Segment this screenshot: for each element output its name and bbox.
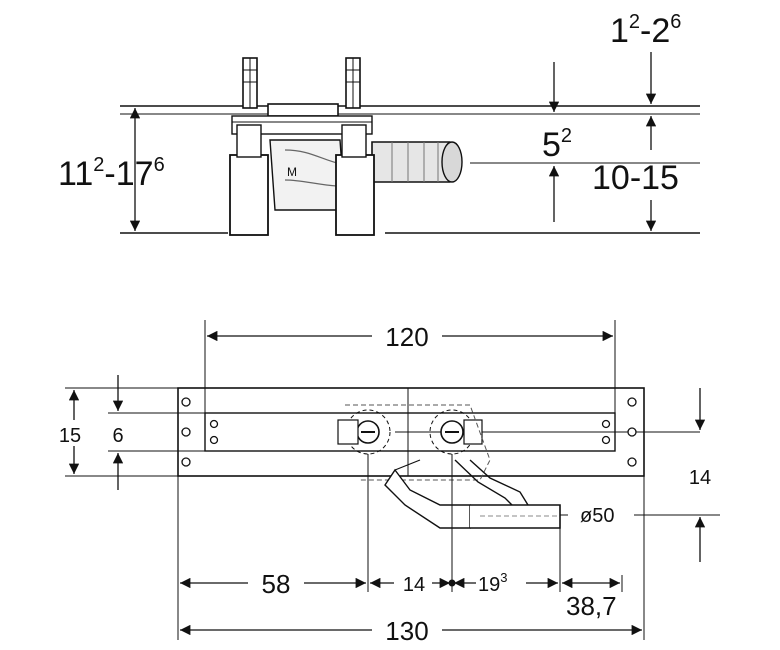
dim-label-38-7: 38,7 [566,591,617,621]
top-cover-plate [267,103,339,117]
dim-label-total-height: 112-176 [58,154,165,193]
valve-stem-left [242,57,258,109]
dimension-channel-length: 120 [207,320,613,352]
dim-label-outlet-height: 52 [542,125,572,164]
dim-label-pipe-diameter: ø50 [580,505,614,527]
dim-label-19-3: 193 [478,570,507,596]
support-leg-right [335,154,375,236]
valve-stem-right [345,57,361,109]
support-leg-left [229,154,269,236]
dimension-total-length: 130 [180,614,642,646]
dimension-inner-width: 6 [112,375,124,490]
outlet-pipe [371,141,463,183]
dim-label-14: 14 [403,574,425,596]
dim-label-outlet-offset: 14 [689,467,711,489]
dim-label-frame-width: 15 [59,425,81,447]
valve-left [345,409,391,455]
dimension-chain: 58 14 193 38,7 [180,568,638,622]
dim-label-total-length: 130 [385,616,428,646]
screw-holes [181,397,637,467]
dim-label-body-height: 10-15 [592,159,679,197]
dimension-body-height: 10-15 [592,116,679,231]
dimension-total-height: 112-176 [58,108,165,231]
svg-text:M: M [287,165,297,179]
dim-label-58: 58 [262,569,291,599]
plan-outlet-pipe [384,459,561,529]
side-view: M 112-176 52 [58,11,700,236]
plan-view: 120 15 6 14 ø50 [56,320,720,646]
dimension-outlet-height: 52 [542,62,572,222]
dimension-frame-width: 15 [56,390,88,474]
dim-label-cover-thickness: 12-26 [610,11,681,50]
dimension-outlet-offset: 14 [689,388,711,562]
dimension-cover-thickness: 12-26 [610,11,681,104]
dim-label-channel-length: 120 [385,322,428,352]
dim-label-inner-width: 6 [112,425,123,447]
